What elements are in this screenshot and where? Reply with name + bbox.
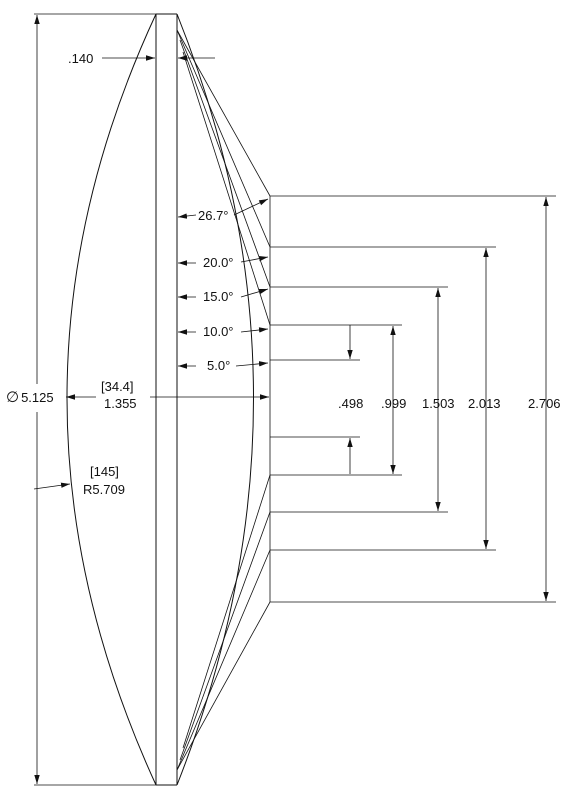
radius-label: R5.709: [83, 482, 125, 497]
vertical-dimensions: [347, 197, 549, 601]
diameter-label: ∅5.125: [6, 389, 54, 406]
angle-leaders: [177, 198, 269, 369]
dim-1503-label: 1.503: [422, 396, 455, 411]
extension-lines: [270, 195, 556, 603]
angle-5-label: 5.0°: [207, 358, 230, 373]
dim-498-label: .498: [338, 396, 363, 411]
diameter-symbol: ∅: [6, 389, 19, 406]
radius-leader: [33, 482, 71, 490]
lens-right-profile: [176, 13, 254, 786]
radius-bracket-label: [145]: [90, 464, 119, 479]
angle-26-7-label: 26.7°: [198, 208, 229, 223]
dim-2706-label: 2.706: [528, 396, 561, 411]
angle-15-label: 15.0°: [203, 289, 234, 304]
angle-20-label: 20.0°: [203, 255, 234, 270]
length-label: 1.355: [104, 396, 137, 411]
diameter-dimension: [34, 13, 156, 786]
ray-lines: [176, 29, 271, 771]
dim-999-label: .999: [381, 396, 406, 411]
angle-10-label: 10.0°: [203, 324, 234, 339]
dim-2013-label: 2.013: [468, 396, 501, 411]
length-bracket-label: [34.4]: [101, 379, 134, 394]
lens-body: [66, 13, 254, 786]
diameter-value: 5.125: [21, 390, 54, 405]
center-thickness-label: .140: [68, 51, 93, 66]
